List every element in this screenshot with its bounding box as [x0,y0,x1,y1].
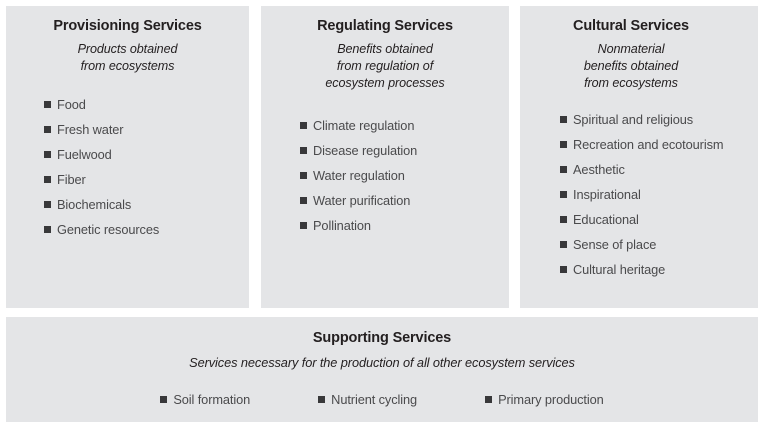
square-bullet-icon [560,216,567,223]
list-item-label: Pollination [313,218,371,233]
list-item-label: Nutrient cycling [331,392,418,407]
list-item: Food [44,92,249,117]
list-item-label: Food [57,97,86,112]
subtitle-line: Services necessary for the production of… [189,355,575,370]
list-item-label: Fiber [57,172,86,187]
list-item-label: Aesthetic [573,162,625,177]
square-bullet-icon [300,122,307,129]
panel-title-provisioning: Provisioning Services [53,18,202,34]
square-bullet-icon [44,201,51,208]
panel-subtitle-provisioning: Products obtained from ecosystems [6,41,249,75]
subtitle-line: Benefits obtained [337,42,433,56]
panel-title-regulating: Regulating Services [317,18,453,34]
service-list-provisioning: Food Fresh water Fuelwood Fiber Biochemi… [6,92,249,242]
list-item: Inspirational [560,182,758,207]
square-bullet-icon [300,147,307,154]
list-item: Biochemicals [44,192,249,217]
list-item-label: Educational [573,212,639,227]
square-bullet-icon [560,266,567,273]
list-item-label: Soil formation [173,392,251,407]
list-item-label: Biochemicals [57,197,132,212]
list-item: Climate regulation [300,113,509,138]
square-bullet-icon [318,396,326,403]
square-bullet-icon [560,116,567,123]
panel-provisioning-services: Provisioning Services Products obtained … [6,6,249,308]
list-item: Genetic resources [44,217,249,242]
list-item-label: Spiritual and religious [573,112,694,127]
list-item: Primary production [485,387,604,412]
list-item: Disease regulation [300,138,509,163]
list-item: Recreation and ecotourism [560,132,758,157]
square-bullet-icon [560,166,567,173]
list-item-label: Genetic resources [57,222,160,237]
list-item: Soil formation [160,387,250,412]
square-bullet-icon [160,396,168,403]
panel-subtitle-supporting: Services necessary for the production of… [6,354,758,371]
list-item-label: Water regulation [313,168,405,183]
square-bullet-icon [300,197,307,204]
square-bullet-icon [560,141,567,148]
subtitle-line: benefits obtained [583,59,679,73]
subtitle-line: from ecosystems [80,59,175,73]
list-item: Fuelwood [44,142,249,167]
square-bullet-icon [560,241,567,248]
list-item: Water purification [300,188,509,213]
panel-supporting-services: Supporting Services Services necessary f… [6,317,758,422]
service-list-supporting: Soil formation Nutrient cycling Primary … [6,387,758,412]
list-item: Fresh water [44,117,249,142]
list-item-label: Water purification [313,193,411,208]
square-bullet-icon [44,126,51,133]
square-bullet-icon [560,191,567,198]
list-item-label: Inspirational [573,187,641,202]
subtitle-line: Products obtained [77,42,178,56]
square-bullet-icon [300,172,307,179]
subtitle-line: from ecosystems [584,76,678,90]
service-list-cultural: Spiritual and religious Recreation and e… [520,107,758,282]
list-item: Nutrient cycling [318,387,417,412]
square-bullet-icon [300,222,307,229]
list-item-label: Fuelwood [57,147,112,162]
list-item-label: Recreation and ecotourism [573,137,724,152]
square-bullet-icon [44,176,51,183]
list-item: Aesthetic [560,157,758,182]
list-item: Sense of place [560,232,758,257]
list-item: Pollination [300,213,509,238]
list-item: Cultural heritage [560,257,758,282]
panel-regulating-services: Regulating Services Benefits obtained fr… [261,6,509,308]
panel-cultural-services: Cultural Services Nonmaterial benefits o… [520,6,758,308]
panel-subtitle-cultural: Nonmaterial benefits obtained from ecosy… [520,41,758,92]
list-item-label: Climate regulation [313,118,415,133]
list-item-label: Primary production [498,392,604,407]
list-item-label: Fresh water [57,122,124,137]
panel-subtitle-regulating: Benefits obtained from regulation of eco… [261,41,509,92]
list-item-label: Disease regulation [313,143,418,158]
list-item: Water regulation [300,163,509,188]
square-bullet-icon [44,226,51,233]
list-item: Spiritual and religious [560,107,758,132]
subtitle-line: ecosystem processes [325,76,445,90]
list-item: Fiber [44,167,249,192]
square-bullet-icon [44,151,51,158]
square-bullet-icon [44,101,51,108]
panel-title-supporting: Supporting Services [312,330,452,346]
service-list-regulating: Climate regulation Disease regulation Wa… [261,113,509,238]
list-item: Educational [560,207,758,232]
subtitle-line: Nonmaterial [597,42,665,56]
panel-title-cultural: Cultural Services [573,18,689,34]
subtitle-line: from regulation of [336,59,434,73]
list-item-label: Sense of place [573,237,657,252]
list-item-label: Cultural heritage [573,262,666,277]
square-bullet-icon [485,396,493,403]
